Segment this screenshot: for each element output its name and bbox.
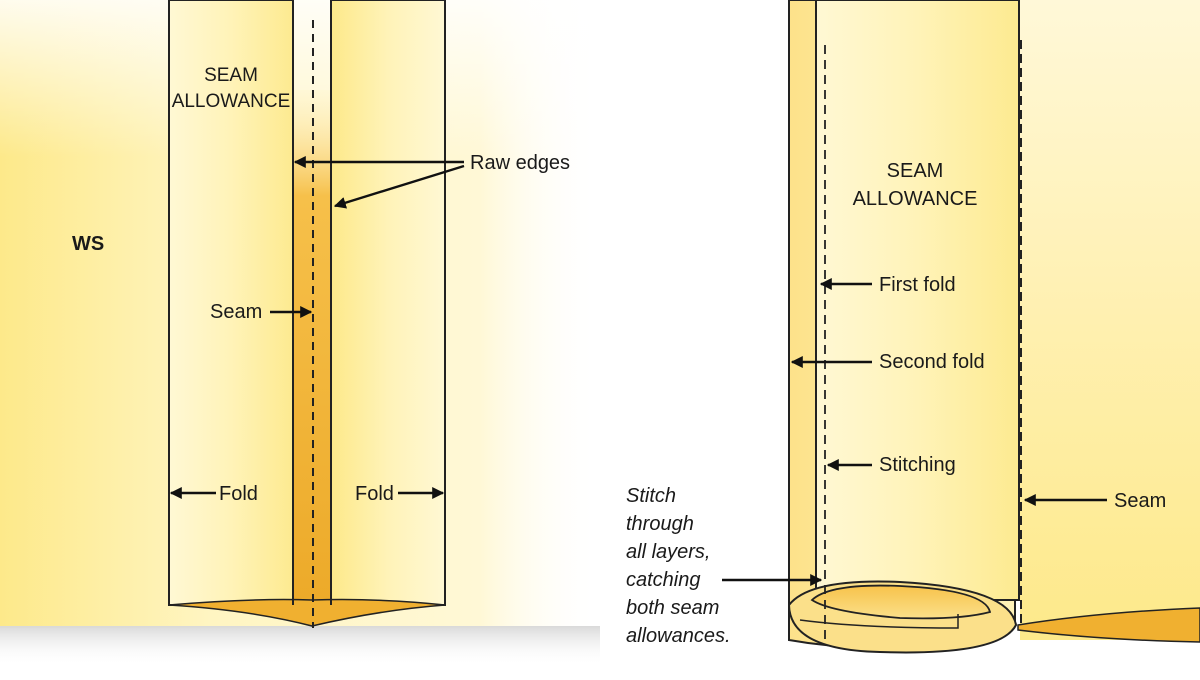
- stitch-note: Stitch through all layers, catching both…: [626, 485, 731, 647]
- right-seam-allowance-panel: [815, 0, 1020, 601]
- fold-label-left: Fold: [219, 483, 258, 505]
- note-line-6: allowances.: [626, 625, 731, 647]
- fold-roll-inner: [810, 584, 992, 620]
- raw-edges-label: Raw edges: [470, 152, 570, 174]
- right-panel-curl: [1017, 607, 1200, 643]
- seam-label-right: Seam: [1114, 490, 1166, 512]
- fold-roll-layer: [799, 614, 959, 629]
- note-line-1: Stitch: [626, 485, 676, 507]
- right-diagram: SEAM ALLOWANCE First fold Second fold St…: [626, 0, 1200, 654]
- fold-label-right: Fold: [355, 483, 394, 505]
- note-line-2: through: [626, 513, 694, 535]
- ws-label: WS: [72, 233, 104, 255]
- right-seam-allowance-line2: ALLOWANCE: [853, 188, 978, 210]
- left-seam-allowance-line2: ALLOWANCE: [172, 91, 291, 112]
- right-seam-allowance-strip: [330, 0, 446, 606]
- note-line-3: all layers,: [626, 541, 710, 563]
- raw-edges-arrow-2: [333, 164, 465, 209]
- left-seam-allowance-line1: SEAM: [204, 65, 258, 86]
- seam-base-wedge: [168, 598, 446, 627]
- second-fold-label: Second fold: [879, 351, 985, 373]
- note-line-4: catching: [626, 569, 701, 591]
- right-seam-allowance-line1: SEAM: [887, 160, 944, 182]
- left-ground-shadow: [0, 626, 600, 666]
- left-seam-allowance-strip: [168, 0, 294, 606]
- right-fabric-background: [1020, 0, 1200, 640]
- left-diagram: WS SEAM ALLOWANCE Raw edges Seam Fold Fo…: [0, 0, 600, 666]
- note-line-5: both seam: [626, 597, 719, 619]
- stitching-label: Stitching: [879, 454, 956, 476]
- seam-label-left: Seam: [210, 301, 262, 323]
- first-fold-label: First fold: [879, 274, 956, 296]
